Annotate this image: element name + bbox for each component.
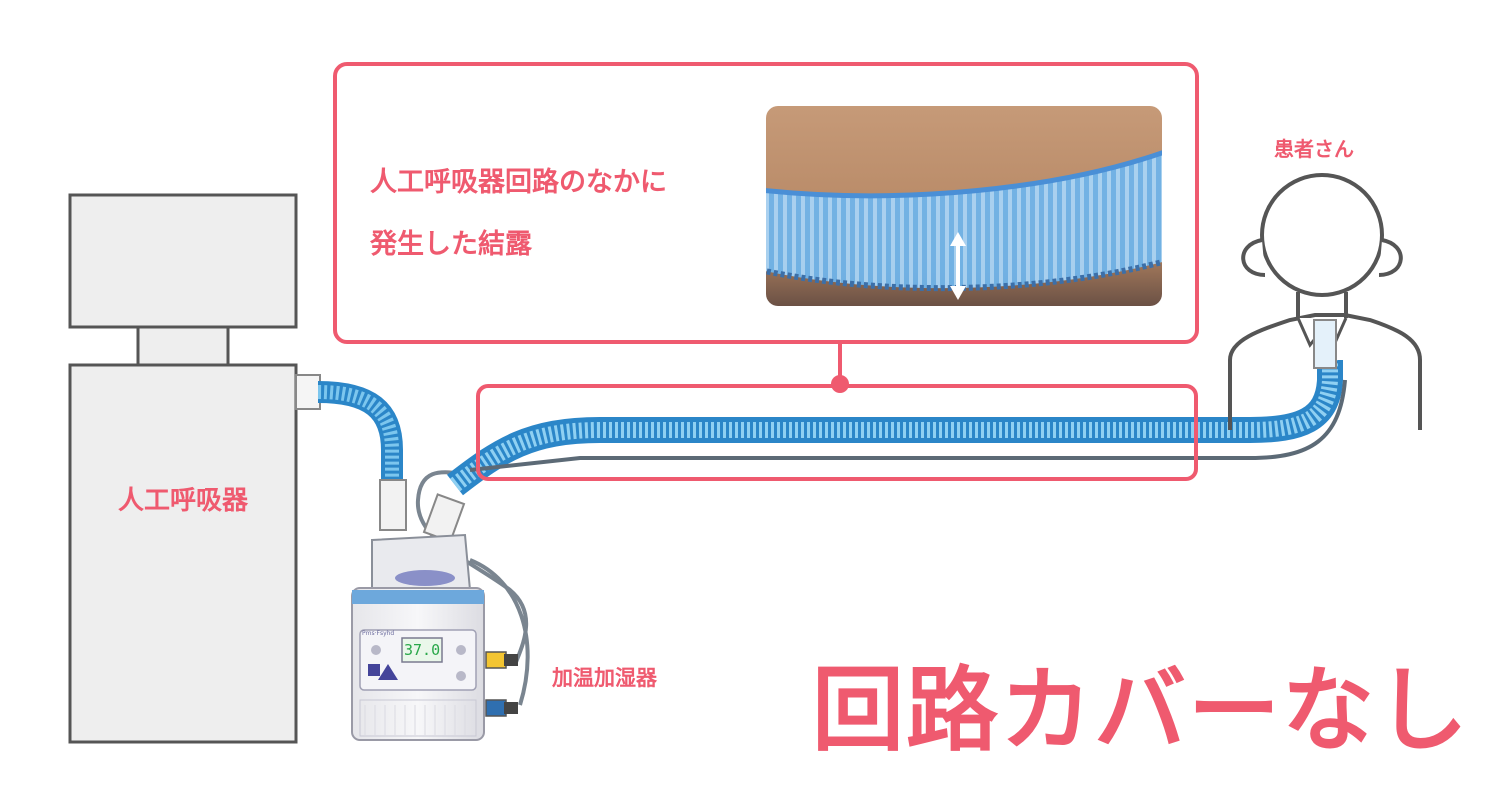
headline: 回路カバーなし xyxy=(812,657,1471,764)
return-line xyxy=(469,379,1347,472)
humidifier-label: 加温加湿器 xyxy=(552,666,657,690)
patient-figure xyxy=(1228,173,1422,430)
condensation-photo xyxy=(766,106,1162,306)
patient-head xyxy=(1260,173,1384,297)
humidifier-display xyxy=(401,637,443,663)
patient-label: 患者さん xyxy=(1274,137,1354,161)
tube-ventilator-to-humidifier xyxy=(317,381,403,482)
ventilator-stand xyxy=(136,325,230,367)
callout-text-line2: 発生した結露 xyxy=(370,229,532,260)
patient-body xyxy=(1228,313,1422,430)
ventilator xyxy=(68,193,321,744)
ventilator-body xyxy=(68,363,298,744)
highlight-box xyxy=(476,384,1198,481)
humidifier-display-value: 37.0 xyxy=(404,641,441,659)
blue-connector xyxy=(485,699,507,717)
humidifier xyxy=(351,479,485,741)
ventilator-label: 人工呼吸器 xyxy=(117,486,248,516)
humidifier-brand: Pms·Fsyhd xyxy=(362,630,395,637)
ventilator-monitor xyxy=(68,193,298,329)
yellow-connector xyxy=(485,651,507,669)
trach-connector xyxy=(1313,319,1337,369)
callout-text-line1: 人工呼吸器回路のなかに xyxy=(370,167,667,198)
ventilator-port xyxy=(295,374,321,410)
